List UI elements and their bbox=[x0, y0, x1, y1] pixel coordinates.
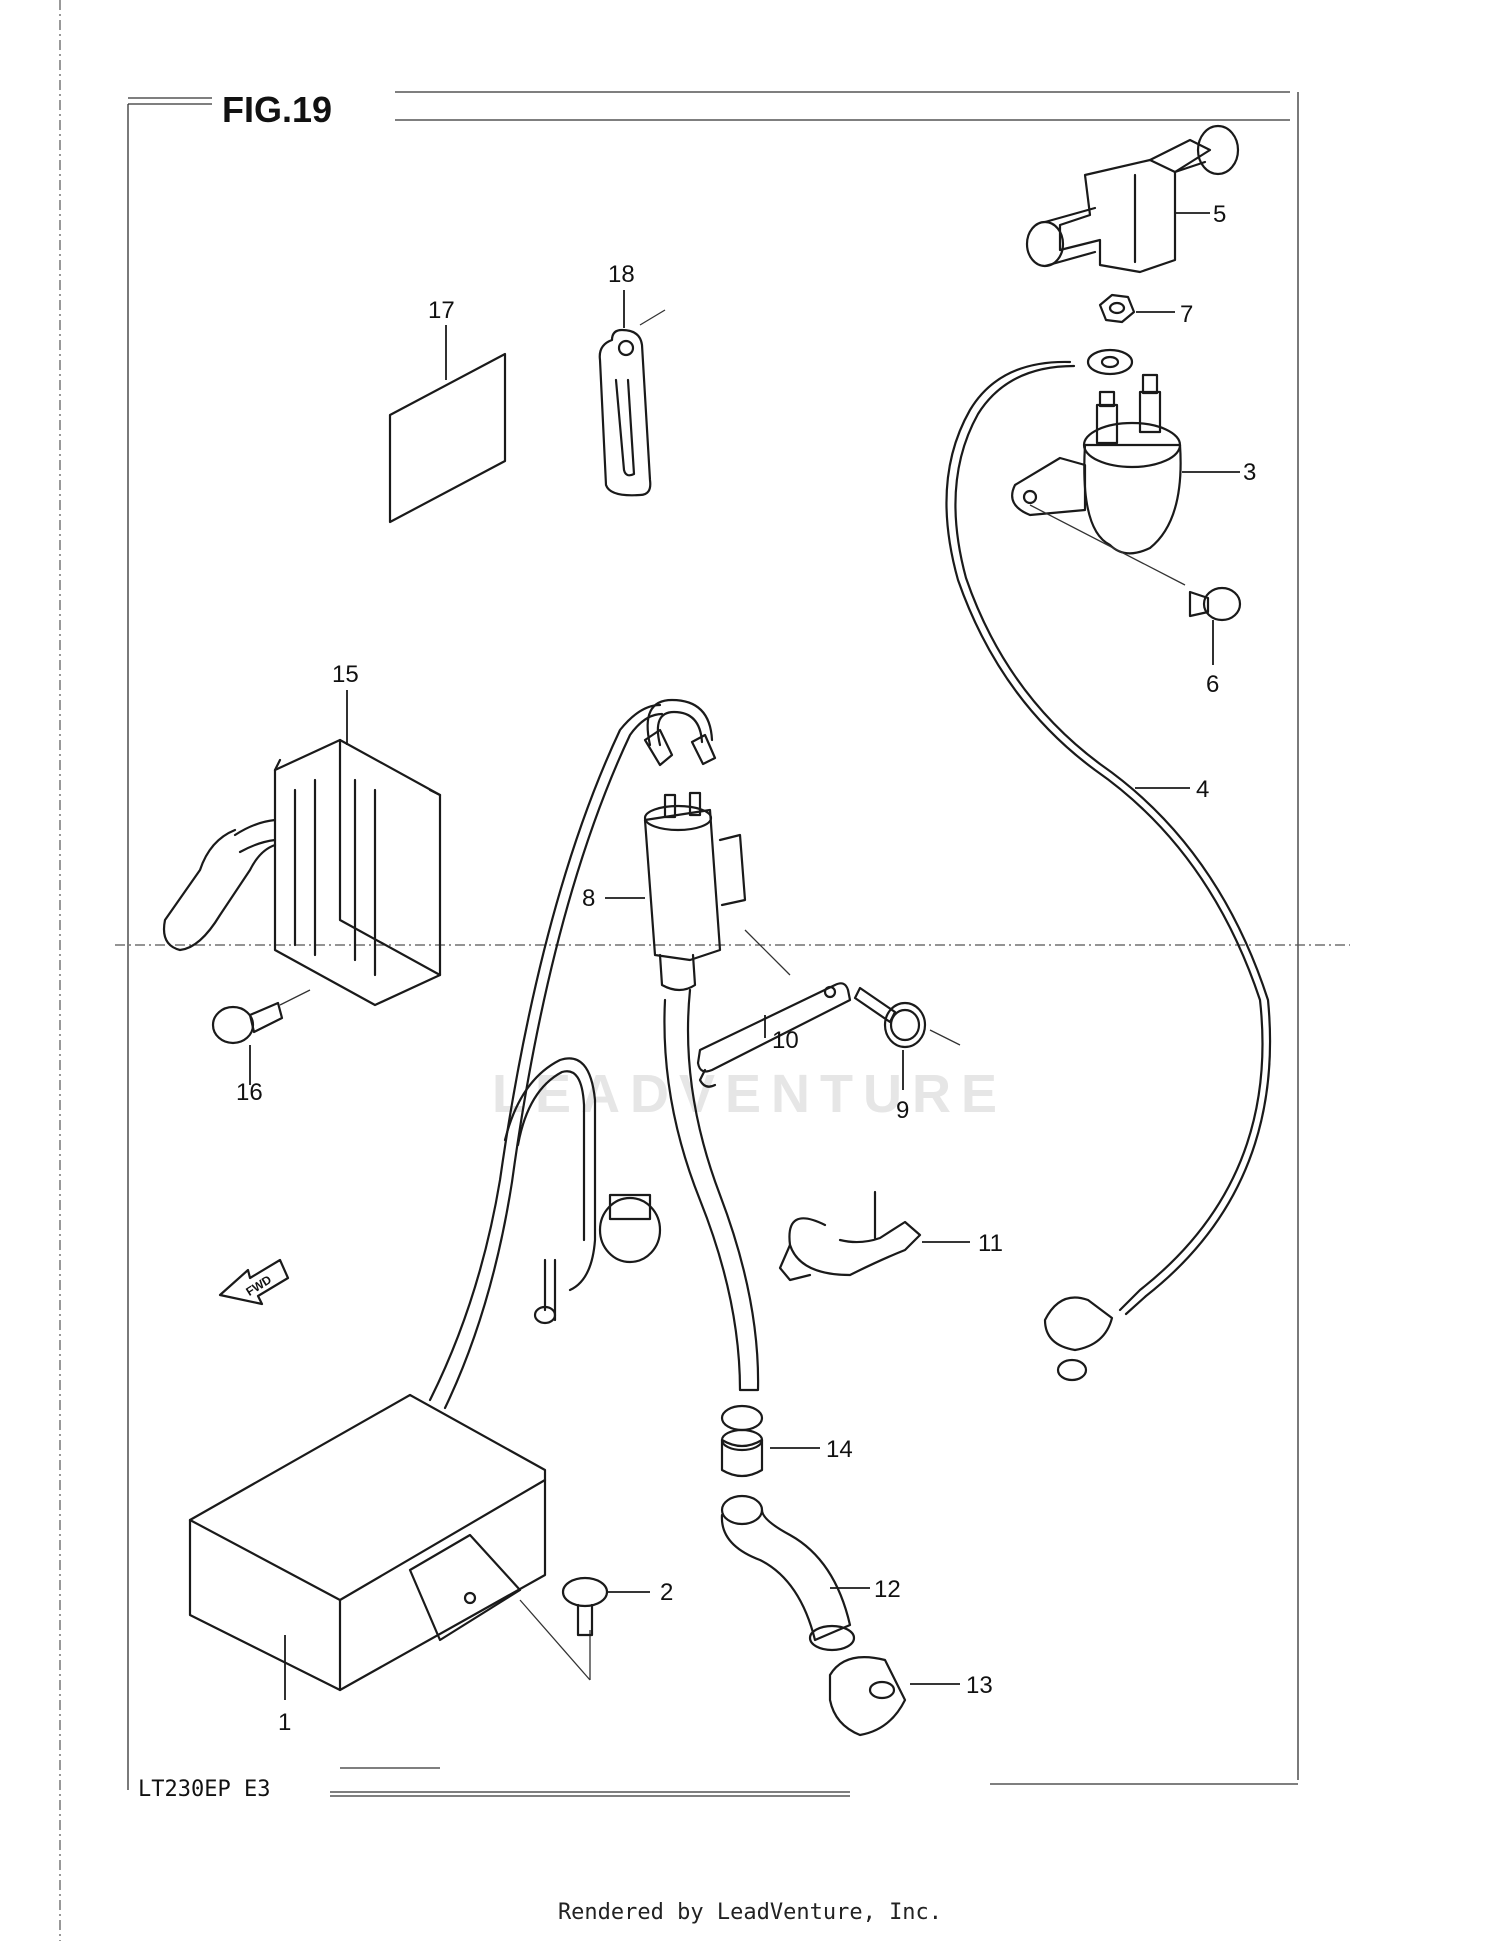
footer-credit: Rendered by LeadVenture, Inc. bbox=[557, 1900, 943, 1925]
part-8-ignition-coil bbox=[605, 698, 747, 992]
callout-11: 11 bbox=[978, 1230, 1003, 1257]
callout-13: 13 bbox=[966, 1672, 993, 1699]
part-14-grommet bbox=[720, 1404, 820, 1478]
callout-numbers: 1 2 3 4 5 6 7 8 9 10 11 12 13 14 15 16 1… bbox=[236, 201, 1256, 1736]
callout-4: 4 bbox=[1196, 776, 1209, 803]
callout-15: 15 bbox=[332, 661, 359, 688]
model-code: LT230EP E3 bbox=[138, 1777, 270, 1802]
part-16-screw bbox=[211, 989, 311, 1085]
part-17-decal bbox=[388, 325, 507, 524]
part-12-plug-cap bbox=[720, 1494, 870, 1652]
callout-5: 5 bbox=[1213, 201, 1226, 228]
figure-title: FIG.19 bbox=[222, 89, 332, 130]
callout-8: 8 bbox=[582, 885, 595, 912]
callout-7: 7 bbox=[1180, 301, 1193, 328]
callout-3: 3 bbox=[1243, 459, 1256, 486]
callout-17: 17 bbox=[428, 297, 455, 324]
part-4-battery-cable bbox=[945, 348, 1272, 1382]
frame-lines bbox=[59, 0, 1350, 1941]
part-2-screw bbox=[561, 1576, 650, 1637]
part-9-bolt bbox=[853, 986, 961, 1090]
callout-10: 10 bbox=[772, 1027, 799, 1054]
callout-16: 16 bbox=[236, 1079, 263, 1106]
callout-9: 9 bbox=[896, 1097, 909, 1124]
callout-14: 14 bbox=[826, 1436, 853, 1463]
callout-2: 2 bbox=[660, 1579, 673, 1606]
callout-18: 18 bbox=[608, 261, 635, 288]
part-7-nut bbox=[1098, 293, 1175, 324]
part-10-bracket bbox=[696, 929, 852, 1088]
part-6-screw bbox=[1029, 504, 1242, 665]
callout-1: 1 bbox=[278, 1709, 291, 1736]
part-5-connector-cap bbox=[1025, 124, 1240, 274]
callout-12: 12 bbox=[874, 1576, 901, 1603]
part-13-plug-boot bbox=[828, 1656, 960, 1737]
part-15-regulator bbox=[162, 690, 442, 1007]
part-3-starter-relay bbox=[1011, 373, 1240, 555]
fwd-arrow-icon: FWD bbox=[218, 1258, 290, 1306]
part-1-cdi-unit bbox=[188, 703, 760, 1700]
callout-6: 6 bbox=[1206, 671, 1219, 698]
part-18-strap bbox=[598, 290, 666, 497]
part-11-clamp bbox=[778, 1190, 970, 1282]
watermark: LEADVENTURE bbox=[492, 1064, 1007, 1124]
